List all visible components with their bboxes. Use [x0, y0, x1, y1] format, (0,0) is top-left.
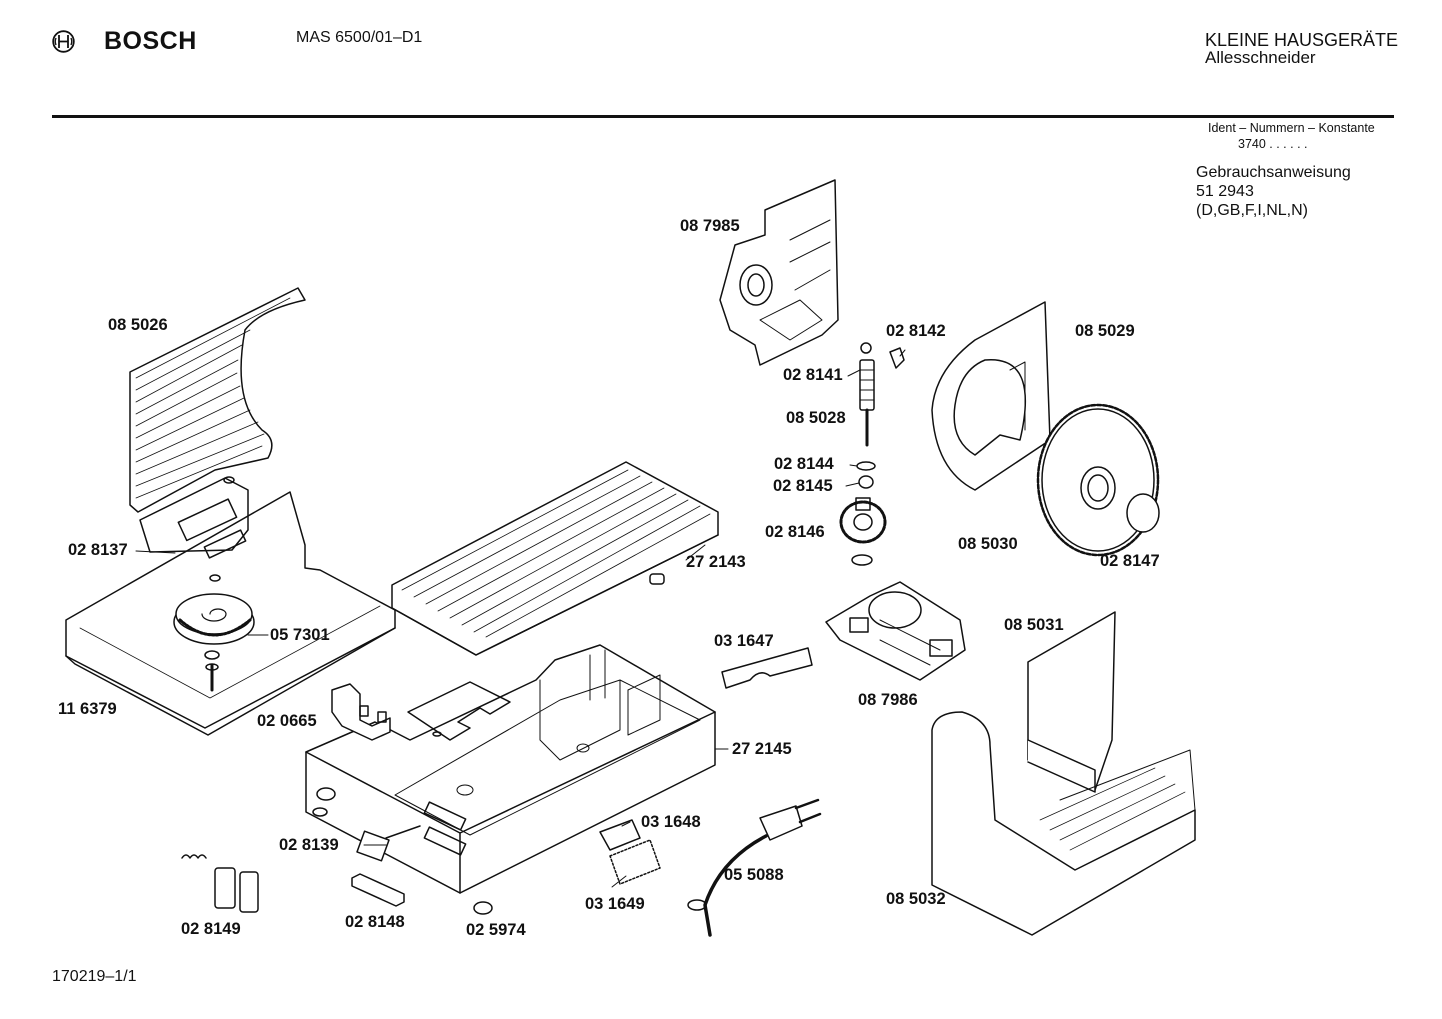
ident-label: Ident – Nummern – Konstante	[1208, 121, 1375, 135]
part-label-085031: 08 5031	[1004, 616, 1064, 634]
category-subtitle: Allesschneider	[1205, 48, 1316, 67]
part-label-085032: 08 5032	[886, 890, 946, 908]
sliding-table-part	[391, 461, 719, 656]
part-label-028139: 02 8139	[279, 836, 339, 854]
drive-shaft-part	[859, 342, 875, 447]
brand-name: BOSCH	[104, 27, 197, 55]
part-label-116379: 11 6379	[58, 700, 117, 718]
pinion-gear-part	[839, 497, 887, 544]
clip-part	[889, 347, 905, 369]
part-label-028142: 02 8142	[886, 322, 946, 340]
bracket-part	[351, 873, 405, 907]
seal-strip-part	[721, 647, 813, 689]
switch-part	[331, 683, 391, 741]
spring-clip-part	[181, 854, 259, 913]
motor-part	[825, 581, 966, 681]
part-label-028144: 02 8144	[774, 455, 834, 473]
manual-languages: (D,GB,F,I,NL,N)	[1196, 202, 1309, 219]
foot-part-front	[473, 901, 493, 915]
housing-part	[305, 644, 716, 894]
bushing-part	[858, 475, 874, 489]
part-label-272143: 27 2143	[686, 553, 746, 571]
part-label-028149: 02 8149	[181, 920, 241, 938]
part-label-031647: 03 1647	[714, 632, 774, 650]
part-label-085029: 08 5029	[1075, 322, 1135, 340]
washer-part	[856, 461, 876, 471]
cover-part	[599, 819, 641, 851]
part-label-085026: 08 5026	[108, 316, 168, 334]
part-label-031649: 03 1649	[585, 895, 645, 913]
part-label-028148: 02 8148	[345, 913, 405, 931]
food-holder-part	[931, 711, 1196, 936]
circular-blade-part	[1036, 403, 1160, 557]
part-label-028145: 02 8145	[773, 477, 833, 495]
leader-lines	[135, 349, 906, 888]
part-label-028137: 02 8137	[68, 541, 128, 559]
part-label-087986: 08 7986	[858, 691, 918, 709]
part-label-028141: 02 8141	[783, 366, 843, 384]
part-label-055088: 05 5088	[724, 866, 784, 884]
cover-plate-part	[407, 681, 511, 741]
document-number: 170219–1/1	[52, 968, 137, 985]
manual-number: 51 2943	[1196, 183, 1254, 200]
part-label-028147: 02 8147	[1100, 552, 1160, 570]
bosch-logo-icon	[52, 30, 75, 53]
base-tray-part	[65, 491, 396, 736]
ident-value: 3740 . . . . . .	[1238, 137, 1308, 151]
part-label-031648: 03 1648	[641, 813, 701, 831]
model-number: MAS 6500/01–D1	[296, 29, 423, 46]
carriage-plate-part	[129, 287, 306, 582]
part-label-085030: 08 5030	[958, 535, 1018, 553]
slice-pusher-part	[1027, 611, 1116, 793]
contact-plate-part	[609, 839, 661, 885]
part-label-087985: 08 7985	[680, 217, 740, 235]
power-cord-part	[687, 798, 822, 937]
part-label-028146: 02 8146	[765, 523, 825, 541]
part-label-272145: 27 2145	[732, 740, 792, 758]
part-label-057301: 05 7301	[270, 626, 330, 644]
foot-part	[316, 787, 336, 801]
gear-housing-part	[719, 179, 839, 366]
part-label-085028: 08 5028	[786, 409, 846, 427]
thickness-knob-part	[173, 593, 255, 692]
part-label-020665: 02 0665	[257, 712, 317, 730]
manual-title: Gebrauchsanweisung	[1196, 164, 1351, 181]
category-title: KLEINE HAUSGERÄTE	[1205, 30, 1399, 50]
header-rule	[52, 115, 1394, 118]
washer-part-lower	[851, 554, 873, 566]
blade-guard-part	[931, 301, 1051, 491]
blade-cap-part	[1126, 493, 1160, 533]
rocker-switch-part	[356, 825, 421, 862]
part-label-025974: 02 5974	[466, 921, 526, 939]
